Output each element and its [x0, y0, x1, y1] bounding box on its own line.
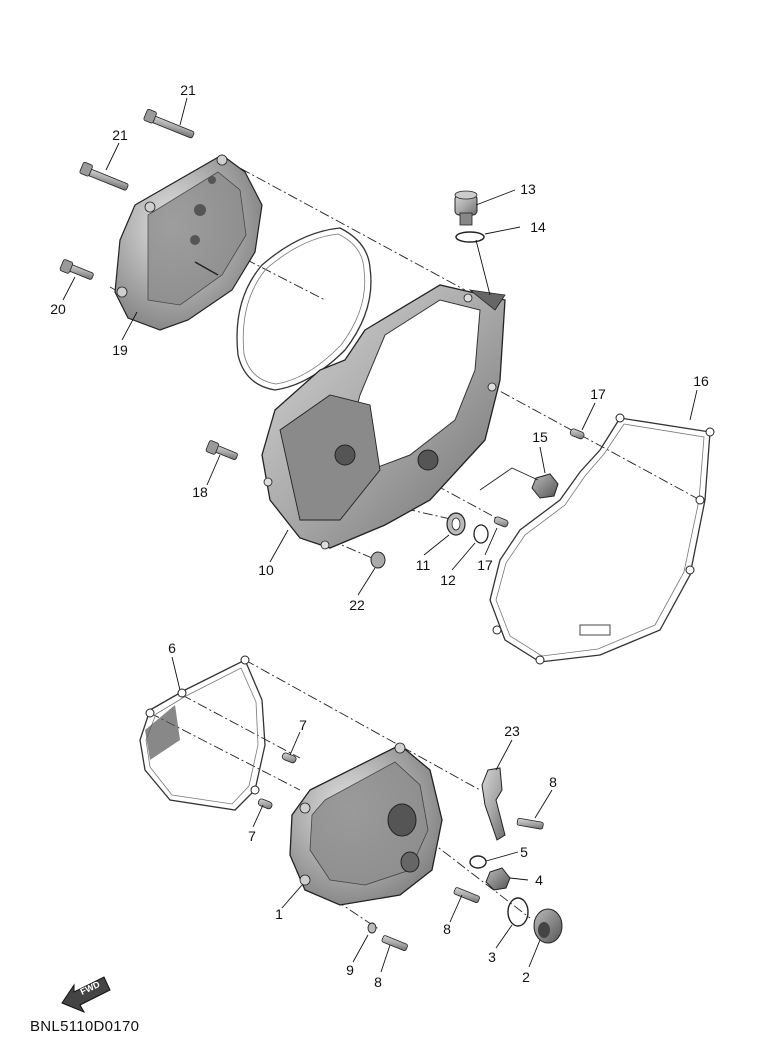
washer-22 — [370, 551, 386, 569]
callout-22: 22 — [349, 597, 365, 613]
o-ring-3 — [507, 897, 529, 927]
callout-3: 3 — [488, 949, 496, 965]
bolt-8-upper — [516, 817, 544, 830]
o-ring-5 — [469, 855, 487, 869]
drawing-code: BNL5110D0170 — [30, 1018, 140, 1035]
callout-17-upper: 17 — [590, 386, 606, 402]
bolt-18 — [205, 440, 238, 461]
bracket-23 — [481, 767, 506, 841]
callout-21-lower: 21 — [112, 127, 128, 143]
callout-4: 4 — [535, 872, 543, 888]
gasket-6 — [139, 655, 266, 811]
callout-8-upper: 8 — [549, 774, 557, 790]
clutch-cover-19 — [114, 154, 263, 331]
circlip-12 — [473, 524, 489, 544]
bolt-13 — [454, 190, 478, 226]
gasket-16 — [489, 413, 715, 665]
plug-4 — [485, 867, 511, 891]
callout-11: 11 — [415, 557, 431, 573]
dowel-pin-17-lower — [493, 516, 509, 528]
callout-21-upper: 21 — [180, 82, 196, 98]
callout-10: 10 — [258, 562, 274, 578]
bolt-8-middle — [453, 887, 480, 904]
callout-16: 16 — [693, 373, 709, 389]
bolt-20 — [59, 259, 94, 280]
callout-13: 13 — [520, 181, 536, 197]
callout-23: 23 — [504, 723, 520, 739]
callout-8-lower: 8 — [374, 974, 382, 990]
dowel-pin-7-upper — [281, 752, 297, 764]
callout-20: 20 — [50, 301, 66, 317]
callout-19: 19 — [112, 342, 128, 358]
fwd-arrow-icon: FWD — [61, 976, 111, 1014]
callout-6: 6 — [168, 640, 176, 656]
cap-2 — [533, 908, 563, 944]
bolt-8-lower — [381, 935, 408, 952]
callout-12: 12 — [440, 572, 456, 588]
oil-seal-11 — [446, 512, 466, 536]
leader-lines — [62, 97, 698, 973]
callout-14: 14 — [530, 219, 546, 235]
callout-7-lower: 7 — [248, 828, 256, 844]
callout-15: 15 — [532, 429, 548, 445]
nut-15 — [479, 467, 559, 499]
generator-cover-1 — [289, 742, 443, 906]
callout-2: 2 — [522, 969, 530, 985]
washer-9 — [367, 922, 377, 934]
callout-5: 5 — [520, 844, 528, 860]
callout-17-lower: 17 — [477, 557, 493, 573]
bolt-21-lower — [79, 161, 129, 191]
callout-18: 18 — [192, 484, 208, 500]
gasket-clutch-cover — [236, 227, 372, 391]
bolt-21-upper — [143, 108, 195, 139]
dowel-pin-7-lower — [257, 798, 273, 810]
callout-8-middle: 8 — [443, 921, 451, 937]
o-ring-14 — [455, 231, 485, 243]
crankcase-cover-10 — [261, 284, 506, 550]
callout-7-upper: 7 — [299, 717, 307, 733]
callout-1: 1 — [275, 906, 283, 922]
callout-9: 9 — [346, 962, 354, 978]
dowel-pin-17-upper — [569, 428, 585, 440]
